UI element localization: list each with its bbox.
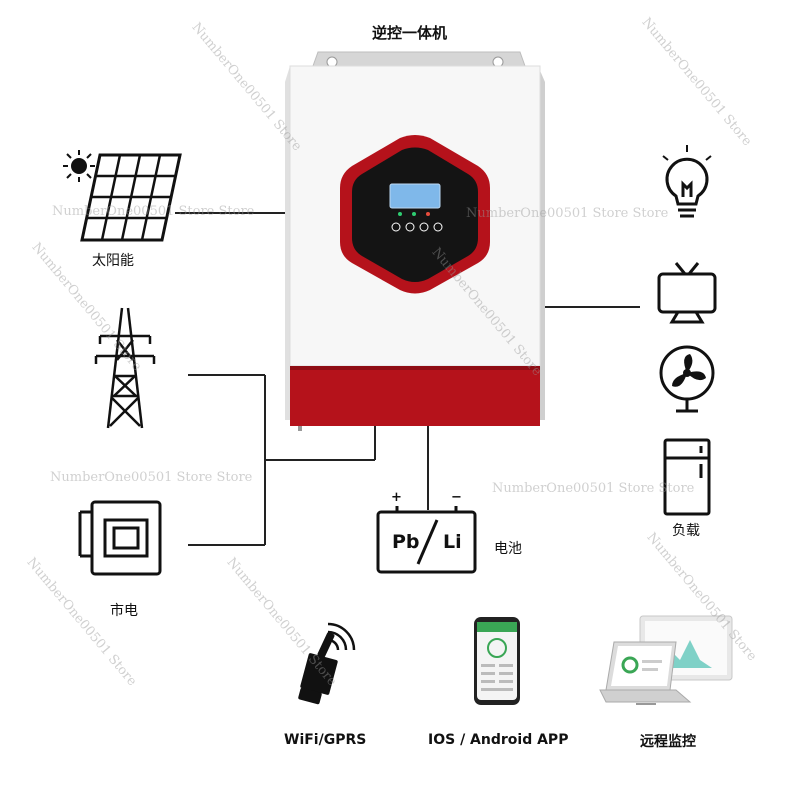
load-label: 负载 — [672, 523, 700, 539]
battery-label: 电池 — [494, 541, 522, 557]
grid-label: 市电 — [110, 603, 138, 619]
solar-label: 太阳能 — [92, 253, 134, 269]
battery-pb-text: Pb — [392, 531, 420, 553]
remote-monitor-label: 远程监控 — [640, 734, 696, 750]
battery-minus: − — [451, 490, 462, 505]
battery-li-text: Li — [443, 531, 462, 553]
diagram-title: 逆控一体机 — [372, 24, 448, 42]
battery-plus: + — [391, 490, 402, 505]
app-label: IOS / Android APP — [428, 732, 569, 748]
wifi-gprs-label: WiFi/GPRS — [284, 732, 367, 748]
